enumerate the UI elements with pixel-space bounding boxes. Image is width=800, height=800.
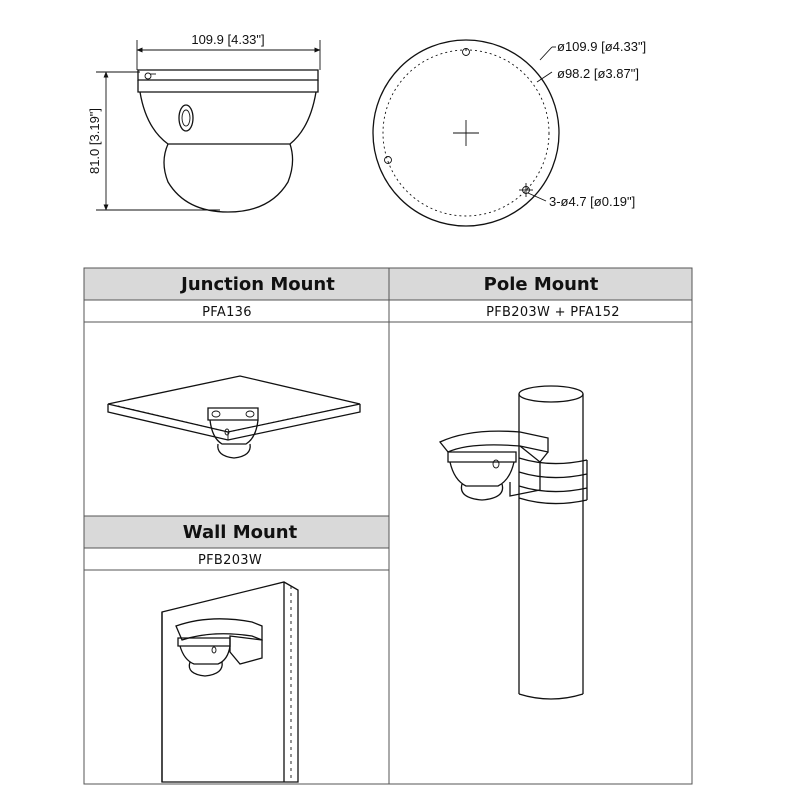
mount-table: Junction Mount Pole Mount Wall Mount PFA… (83, 267, 693, 785)
junction-header-bg (84, 268, 389, 300)
hole-diameter-label: 3-ø4.7 [ø0.19"] (549, 194, 635, 209)
inner-circle (382, 49, 550, 217)
pole-mount-model: PFB203W + PFA152 (486, 305, 620, 320)
width-label: 109.9 [4.33"] (191, 32, 264, 47)
wall-panel (161, 581, 299, 783)
wall-mount-title: Wall Mount (183, 522, 298, 543)
wall-mount-illustration (161, 581, 299, 783)
side-view: 109.9 [4.33"] 81.0 [3.19"] (87, 32, 321, 213)
pole-camera-base (447, 451, 517, 463)
pole-top (518, 385, 584, 403)
wall-camera-dome (188, 661, 223, 677)
wall-bracket-arm (175, 618, 263, 641)
mounting-hole-2 (462, 48, 470, 56)
junction-mount-model: PFA136 (202, 305, 252, 320)
pole-camera-dome (460, 483, 504, 501)
wall-bracket-plate (229, 635, 263, 665)
height-label: 81.0 [3.19"] (87, 108, 102, 174)
outer-diameter-label: ø109.9 [ø4.33"] (557, 39, 646, 54)
pole-bracket-arm (438, 430, 549, 453)
junction-box (207, 407, 259, 421)
wall-mount-model: PFB203W (198, 553, 262, 568)
pole-camera-housing (449, 461, 515, 487)
side-housing (139, 91, 317, 145)
pole-bottom (518, 693, 584, 700)
junction-mount-title: Junction Mount (179, 274, 335, 295)
pole-strap-1 (518, 457, 588, 465)
junction-camera-dome (217, 443, 251, 459)
outer-circle (372, 39, 560, 227)
pole-strap-2 (518, 485, 588, 493)
wall-header-bg (84, 516, 389, 548)
top-view: ø109.9 [ø4.33"] ø98.2 [ø3.87"] 3-ø4.7 [ø… (372, 39, 646, 227)
side-base-ring (137, 80, 319, 93)
wall-camera-housing (179, 645, 231, 665)
side-top-plate (137, 69, 319, 81)
table-border (83, 267, 693, 785)
junction-mount-illustration (107, 375, 361, 459)
ceiling-slab (107, 375, 361, 433)
pole-adapter-plate (509, 445, 541, 497)
pole-mount-title: Pole Mount (484, 274, 599, 295)
mounting-hole-1 (384, 156, 392, 164)
pole-header-bg (389, 268, 692, 300)
side-dome (163, 143, 294, 213)
side-screw-recess (178, 104, 194, 132)
inner-diameter-label: ø98.2 [ø3.87"] (557, 66, 639, 81)
junction-camera-housing (209, 419, 259, 445)
pole-mount-illustration (438, 385, 588, 700)
